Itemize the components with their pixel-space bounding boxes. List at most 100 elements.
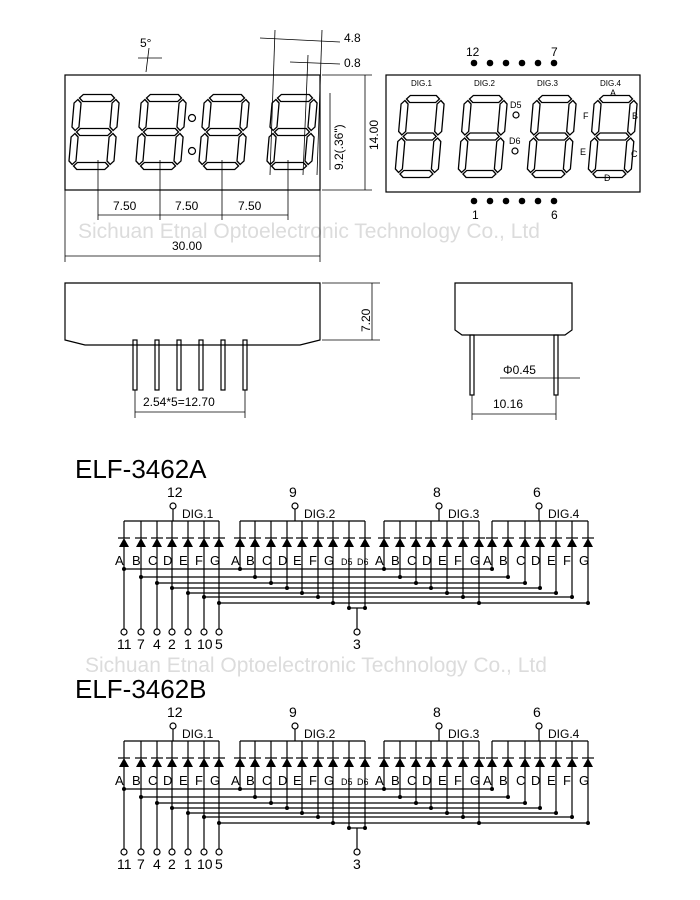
segment-label: C <box>148 553 157 568</box>
digit-label: DIG.2 <box>474 79 495 88</box>
diode-icon <box>167 538 177 547</box>
segment-label: B <box>246 553 255 568</box>
diode-icon <box>344 758 354 767</box>
segment <box>71 98 82 132</box>
pin <box>154 339 160 391</box>
segment <box>399 169 434 179</box>
dim-line <box>269 29 276 176</box>
diode-icon <box>282 538 292 547</box>
pin-terminal <box>291 722 299 730</box>
diode-icon <box>535 758 545 767</box>
segment <box>537 94 573 104</box>
segment-label: B <box>499 773 508 788</box>
diode-icon <box>297 758 307 767</box>
segment-pin-label: 10 <box>197 856 213 872</box>
diode-icon <box>199 758 209 767</box>
diode-icon <box>235 758 245 767</box>
diode-icon <box>136 538 146 547</box>
diode-icon <box>235 538 245 547</box>
pin-terminal <box>184 848 192 856</box>
segment <box>205 127 243 137</box>
segment-pin-label: 7 <box>137 636 145 652</box>
watermark: Sichuan Etnal Optoelectronic Technology … <box>78 220 540 243</box>
pin-terminal <box>168 848 176 856</box>
digit-label: DIG.1 <box>411 79 432 88</box>
digit-label: DIG.2 <box>304 727 336 741</box>
diode-icon <box>313 758 323 767</box>
segment-label: B <box>246 773 255 788</box>
digit-label: DIG.4 <box>548 507 580 521</box>
segment-label: C <box>262 773 271 788</box>
pin <box>198 339 204 391</box>
segment-label: E <box>580 147 586 157</box>
segment <box>139 161 177 171</box>
diode-icon <box>214 538 224 547</box>
segment <box>493 137 505 174</box>
pin-terminal <box>435 502 443 510</box>
diode-icon <box>313 538 323 547</box>
segment-label: G <box>210 553 220 568</box>
diode-icon <box>426 758 436 767</box>
segment <box>273 127 311 137</box>
segment <box>562 137 574 174</box>
segment-label: A <box>483 773 492 788</box>
digit-label: DIG.3 <box>448 727 480 741</box>
segment <box>626 99 638 136</box>
seven-segment-digit <box>457 94 508 179</box>
segment-label: E <box>179 553 188 568</box>
segment-label: A <box>115 553 124 568</box>
pin-terminal <box>200 848 208 856</box>
segment-label: C <box>516 773 525 788</box>
segment <box>623 137 635 174</box>
diode-icon <box>567 758 577 767</box>
pin-label: 6 <box>551 208 558 222</box>
segment-label: A <box>231 553 240 568</box>
segment-pin-label: 7 <box>137 856 145 872</box>
segment <box>145 93 183 103</box>
front-digits <box>68 93 318 171</box>
segment-label: D <box>531 773 540 788</box>
diode-icon <box>474 758 484 767</box>
segment <box>142 127 180 137</box>
dp-label: D5 <box>510 100 522 110</box>
diode-icon <box>199 538 209 547</box>
digit-label: DIG.1 <box>182 507 214 521</box>
pin-terminal <box>169 722 177 730</box>
segment <box>394 137 406 174</box>
segment-label: F <box>563 553 571 568</box>
diode-icon <box>503 538 513 547</box>
segment <box>598 94 634 104</box>
segment <box>465 132 501 141</box>
pin-terminal <box>120 628 128 636</box>
segment <box>462 169 497 179</box>
segment-label: E <box>438 553 447 568</box>
diode-icon <box>520 758 530 767</box>
pin-dot <box>534 59 542 67</box>
segment-label: B <box>499 553 508 568</box>
segment-label: D <box>422 773 431 788</box>
segment <box>529 99 541 136</box>
segment-label: D <box>278 553 287 568</box>
segment-label: D <box>422 553 431 568</box>
diode-icon <box>503 758 513 767</box>
segment <box>433 99 445 136</box>
common-pin-label: 9 <box>289 484 297 500</box>
pin-view: 12 7 1 6 DIG.1 DIG.2 DIG.3 DIG.4 D5 D6 A… <box>385 45 641 222</box>
segment <box>201 98 212 132</box>
segment <box>531 169 566 179</box>
diode-icon <box>214 758 224 767</box>
diode-icon <box>442 538 452 547</box>
pin-view-outline <box>385 74 641 193</box>
segment-label: G <box>579 773 589 788</box>
pin-dot <box>470 59 478 67</box>
segment-label: D <box>604 173 611 183</box>
seven-segment-digit <box>266 93 318 171</box>
segment-label: A <box>610 88 616 98</box>
segment-label: E <box>438 773 447 788</box>
segment-pin-label: 2 <box>168 636 176 652</box>
side-view: 7.20 2.54*5=12.70 10.16 Φ0.45 <box>64 282 580 420</box>
segment-label: C <box>148 773 157 788</box>
end-pin <box>553 334 559 396</box>
common-pin-label: 12 <box>167 484 183 500</box>
seven-segment-digit <box>394 94 445 179</box>
